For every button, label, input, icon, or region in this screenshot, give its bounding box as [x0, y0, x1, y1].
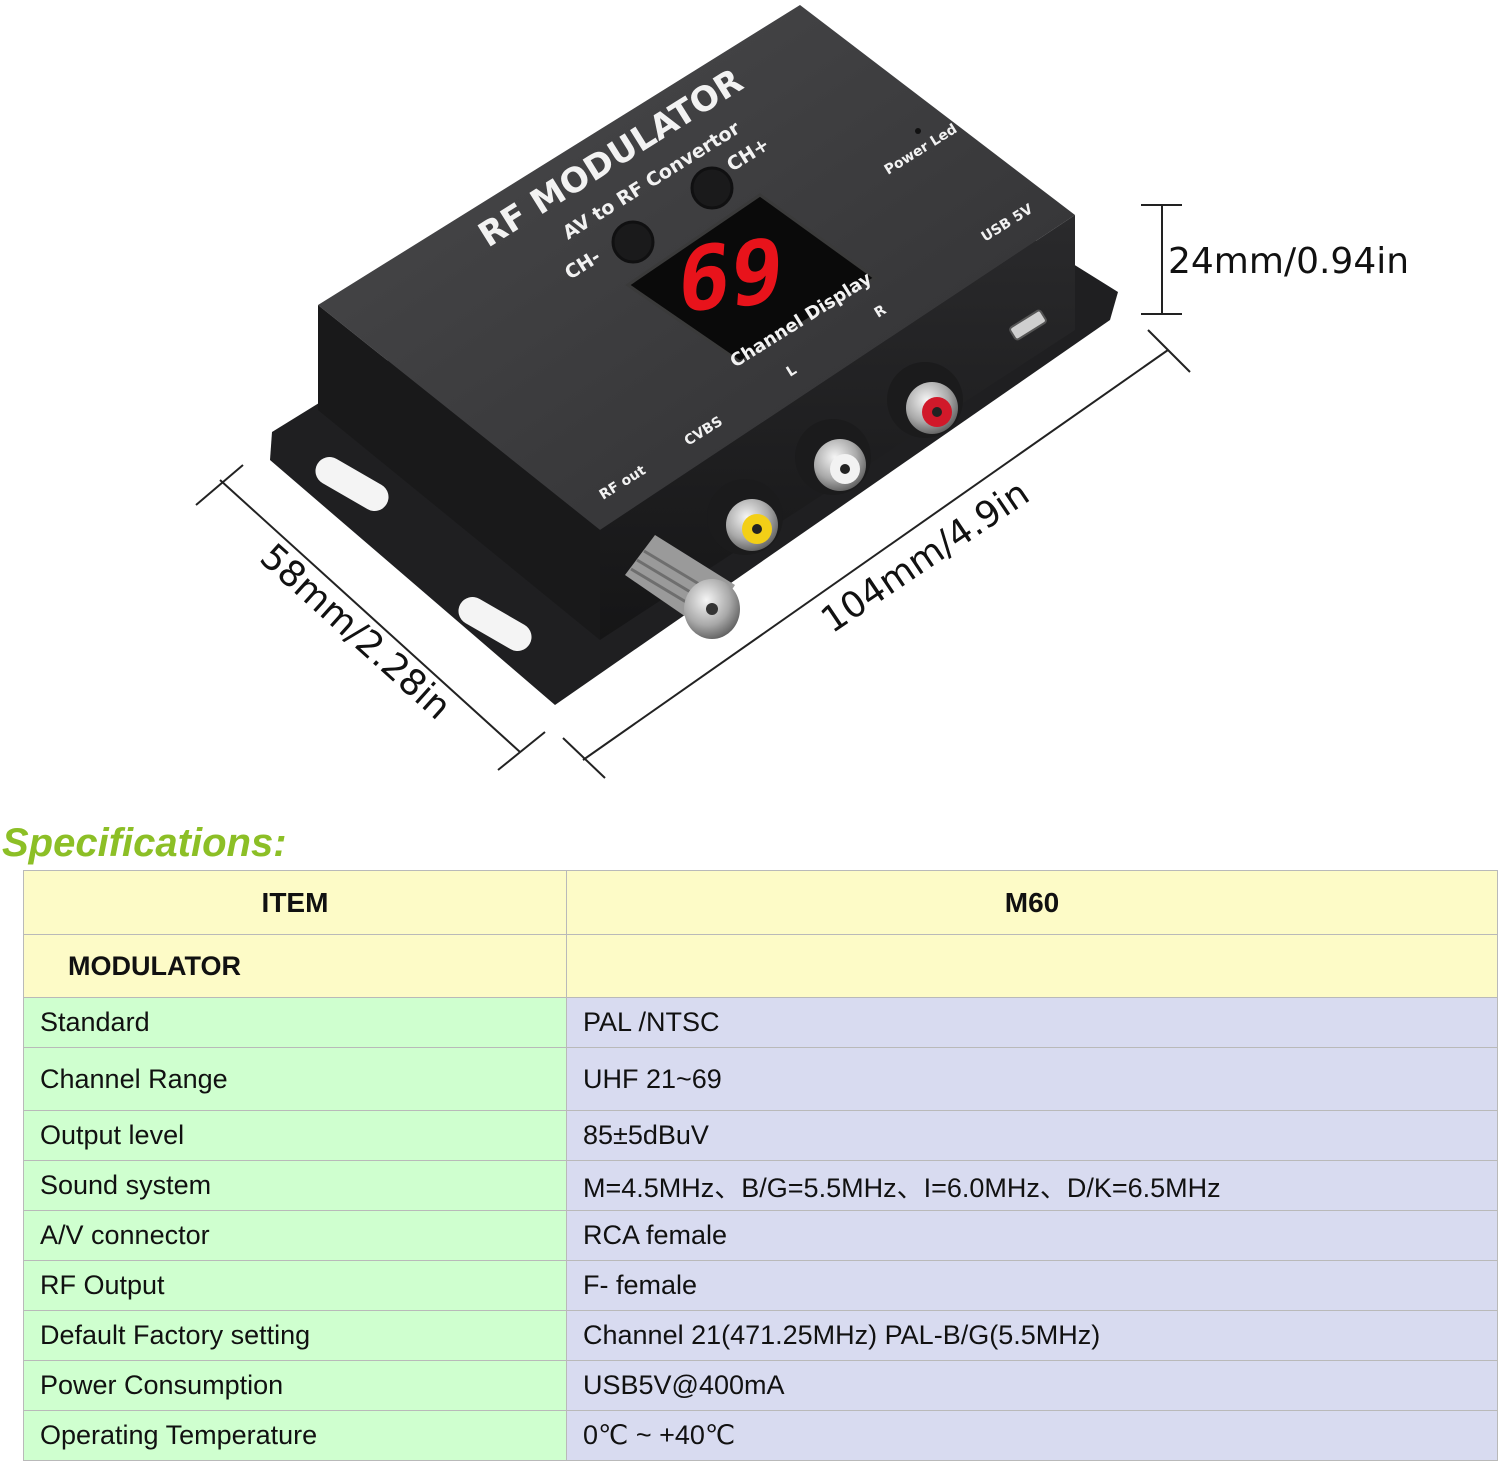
section-empty-cell — [566, 934, 1498, 998]
section-label: MODULATOR — [23, 934, 567, 998]
ch-minus-button — [611, 220, 655, 264]
spec-label: Default Factory setting — [23, 1310, 567, 1361]
spec-value: 85±5dBuV — [566, 1110, 1498, 1161]
spec-label: Channel Range — [23, 1047, 567, 1111]
box-front-face — [318, 305, 600, 640]
rf-f-connector — [625, 535, 740, 639]
power-led-indicator — [915, 128, 921, 134]
spec-label: Sound system — [23, 1160, 567, 1211]
rca-yellow-connector — [707, 479, 783, 555]
spec-value: UHF 21~69 — [566, 1047, 1498, 1111]
dimension-lines — [195, 204, 1191, 779]
spec-label: RF Output — [23, 1260, 567, 1311]
spec-label: Standard — [23, 997, 567, 1048]
rca-red-connector — [887, 362, 963, 438]
mount-slot-left-lower — [458, 597, 532, 651]
usb-port — [1009, 309, 1047, 341]
height-dimension: 24mm/0.94in — [1168, 241, 1409, 282]
product-dimension-figure: RF MODULATOR AV to RF Convertor CH- CH+ … — [195, 5, 1409, 779]
column-header-model: M60 — [566, 870, 1498, 935]
spec-value: Channel 21(471.25MHz) PAL-B/G(5.5MHz) — [566, 1310, 1498, 1361]
specifications-heading: Specifications: — [2, 821, 287, 865]
section-row: MODULATOR — [23, 934, 1498, 998]
table-header-row: ITEM M60 — [23, 870, 1498, 935]
spec-value: F- female — [566, 1260, 1498, 1311]
spec-label: Power Consumption — [23, 1360, 567, 1411]
rca-white-connector — [795, 419, 871, 495]
spec-value: USB5V@400mA — [566, 1360, 1498, 1411]
column-header-item: ITEM — [23, 870, 567, 935]
spec-value: RCA female — [566, 1210, 1498, 1261]
spec-value: 0℃ ~ +40℃ — [566, 1410, 1498, 1461]
spec-value: M=4.5MHz、B/G=5.5MHz、I=6.0MHz、D/K=6.5MHz — [566, 1160, 1498, 1211]
mount-slot-left-upper — [315, 457, 389, 511]
spec-label: Output level — [23, 1110, 567, 1161]
spec-label: A/V connector — [23, 1210, 567, 1261]
ch-plus-button — [690, 166, 734, 210]
spec-value: PAL /NTSC — [566, 997, 1498, 1048]
spec-label: Operating Temperature — [23, 1410, 567, 1461]
channel-display-value: 69 — [674, 218, 787, 333]
